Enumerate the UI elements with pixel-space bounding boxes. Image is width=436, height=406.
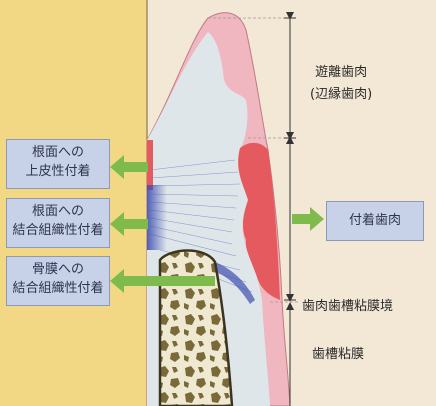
free-gingiva-line: 遊離歯肉: [315, 65, 368, 80]
attached-gingiva-zone: [238, 142, 280, 300]
mucogingival-junction-label: 歯肉歯槽粘膜境: [302, 295, 393, 314]
alveolar-mucosa-text: 歯槽粘膜: [312, 347, 365, 362]
attached-gingiva-text: 付着歯肉: [348, 213, 401, 228]
label-line: 上皮性付着: [25, 164, 91, 179]
arrow-periosteum: [110, 269, 215, 293]
label-line: 根面への: [31, 145, 84, 160]
connective-attachment-band: [147, 185, 167, 250]
alveolar-bone: [158, 249, 234, 406]
free-gingiva-label: 遊離歯肉 (辺縁歯肉): [310, 62, 372, 106]
free-gingiva-line: (辺縁歯肉): [310, 87, 373, 102]
label-line: 結合組織性付着: [12, 281, 104, 296]
mucogingival-junction-text: 歯肉歯槽粘膜境: [302, 299, 394, 314]
label-periosteum-attachment: 骨膜への 結合組織性付着: [6, 256, 110, 306]
attached-gingiva-label: 付着歯肉: [326, 201, 424, 241]
arrows: [110, 155, 324, 293]
label-epithelial-attachment: 根面への 上皮性付着: [6, 139, 110, 189]
arrow-attached-gingiva: [292, 207, 324, 231]
arrow-root-connective: [110, 212, 148, 236]
label-line: 根面への: [31, 204, 84, 219]
alveolar-mucosa-label: 歯槽粘膜: [312, 343, 364, 362]
arrow-epithelial: [110, 155, 148, 179]
label-line: 骨膜への: [31, 262, 84, 277]
label-line: 結合組織性付着: [12, 223, 104, 238]
label-root-connective-attachment: 根面への 結合組織性付着: [6, 198, 110, 248]
